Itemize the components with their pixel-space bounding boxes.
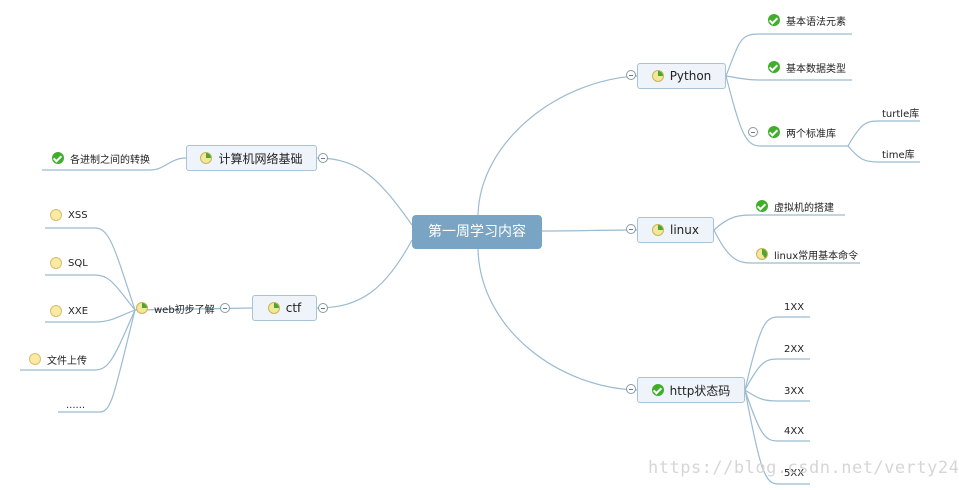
ctf-node[interactable]: ctf bbox=[252, 295, 317, 321]
progress-pie-icon bbox=[267, 302, 280, 314]
python-child-syntax-label: 基本语法元素 bbox=[786, 16, 846, 28]
http-child-3xx[interactable]: 3XX bbox=[784, 381, 804, 401]
http-child-1xx-label: 1XX bbox=[784, 301, 805, 313]
web-child-more-label: ...... bbox=[66, 399, 86, 411]
linux-node-label: linux bbox=[670, 223, 699, 237]
web-child-upload[interactable]: 文件上传 bbox=[29, 349, 87, 369]
web-child-xxe[interactable]: XXE bbox=[50, 301, 88, 321]
connector-root-linux bbox=[541, 229, 638, 232]
connector-web-5 bbox=[58, 309, 136, 413]
http-child-2xx[interactable]: 2XX bbox=[784, 339, 804, 359]
python-child-stdlib[interactable]: 两个标准库 bbox=[768, 122, 836, 142]
linux-collapse-toggle[interactable] bbox=[626, 224, 636, 234]
http-child-3xx-label: 3XX bbox=[784, 385, 805, 397]
http-child-5xx-label: 5XX bbox=[784, 467, 805, 479]
http-child-1xx[interactable]: 1XX bbox=[784, 297, 804, 317]
connector-stdlib-1 bbox=[847, 120, 920, 147]
check-icon bbox=[768, 61, 780, 73]
check-icon bbox=[768, 126, 780, 138]
check-icon bbox=[52, 152, 64, 164]
connector-http-2 bbox=[744, 358, 810, 391]
empty-progress-icon bbox=[50, 257, 62, 269]
connector-root-ctf bbox=[316, 239, 413, 309]
progress-pie-icon bbox=[200, 152, 213, 164]
web-child-more[interactable]: ...... bbox=[66, 395, 85, 415]
python-node[interactable]: Python bbox=[637, 63, 726, 89]
web-child-sql[interactable]: SQL bbox=[50, 253, 88, 273]
connector-stdlib-2 bbox=[847, 145, 920, 163]
python-child-stdlib-label: 两个标准库 bbox=[786, 128, 836, 140]
progress-pie-icon bbox=[756, 248, 768, 260]
network-collapse-toggle[interactable] bbox=[318, 153, 328, 163]
http-child-5xx[interactable]: 5XX bbox=[784, 463, 804, 483]
connector-web-2 bbox=[45, 274, 136, 311]
connector-web-4 bbox=[20, 309, 136, 371]
ctf-node-label: ctf bbox=[285, 301, 302, 315]
http-child-4xx-label: 4XX bbox=[784, 425, 805, 437]
network-node[interactable]: 计算机网络基础 bbox=[186, 145, 317, 171]
connector-http-3 bbox=[744, 389, 810, 402]
web-child-xxe-label: XXE bbox=[68, 305, 89, 317]
empty-progress-icon bbox=[50, 305, 62, 317]
python-child-datatypes-label: 基本数据类型 bbox=[786, 63, 846, 75]
stdlib-time-label: time库 bbox=[882, 149, 915, 161]
connector-root-network bbox=[316, 157, 413, 226]
ctf-child-web-label: web初步了解 bbox=[154, 304, 215, 316]
empty-progress-icon bbox=[50, 209, 62, 221]
network-node-label: 计算机网络基础 bbox=[218, 151, 303, 166]
linux-child-vm-label: 虚拟机的搭建 bbox=[774, 202, 834, 214]
web-child-sql-label: SQL bbox=[68, 257, 88, 269]
http-child-2xx-label: 2XX bbox=[784, 343, 805, 355]
connector-root-http bbox=[477, 248, 638, 391]
connector-python-3 bbox=[725, 75, 848, 147]
stdlib-collapse-toggle[interactable] bbox=[748, 127, 758, 137]
check-icon bbox=[768, 14, 780, 26]
python-child-datatypes[interactable]: 基本数据类型 bbox=[768, 57, 846, 77]
watermark-text: https://blog.csdn.net/verty24 bbox=[648, 458, 959, 478]
linux-node[interactable]: linux bbox=[637, 217, 714, 243]
progress-pie-icon bbox=[651, 70, 664, 82]
stdlib-turtle[interactable]: turtle库 bbox=[882, 102, 919, 122]
python-child-syntax[interactable]: 基本语法元素 bbox=[768, 10, 846, 30]
progress-pie-icon bbox=[136, 302, 148, 314]
connector-root-python bbox=[477, 75, 638, 216]
stdlib-turtle-label: turtle库 bbox=[882, 108, 920, 120]
web-child-xss[interactable]: XSS bbox=[50, 205, 88, 225]
web-child-upload-label: 文件上传 bbox=[47, 355, 87, 367]
network-child-radix[interactable]: 各进制之间的转换 bbox=[52, 148, 150, 168]
python-node-label: Python bbox=[669, 69, 712, 83]
network-child-radix-label: 各进制之间的转换 bbox=[70, 154, 150, 166]
linux-child-commands-label: linux常用基本命令 bbox=[774, 250, 859, 262]
stdlib-time[interactable]: time库 bbox=[882, 143, 915, 163]
ctf-collapse-toggle[interactable] bbox=[318, 303, 328, 313]
connector-linux-2 bbox=[713, 229, 860, 264]
check-icon bbox=[756, 200, 768, 212]
web-collapse-toggle[interactable] bbox=[220, 303, 230, 313]
http-node[interactable]: http状态码 bbox=[637, 377, 745, 403]
check-icon bbox=[651, 384, 664, 396]
empty-progress-icon bbox=[29, 353, 41, 365]
http-collapse-toggle[interactable] bbox=[626, 384, 636, 394]
ctf-child-web[interactable]: web初步了解 bbox=[136, 298, 215, 318]
linux-child-commands[interactable]: linux常用基本命令 bbox=[756, 244, 858, 264]
python-collapse-toggle[interactable] bbox=[626, 70, 636, 80]
connector-http-1 bbox=[744, 316, 810, 391]
connector-web-3 bbox=[45, 309, 136, 323]
connector-python-1 bbox=[725, 33, 852, 77]
connector-http-5 bbox=[744, 389, 810, 485]
progress-pie-icon bbox=[652, 224, 664, 236]
connector-linux-1 bbox=[713, 214, 845, 231]
connector-web-1 bbox=[45, 227, 136, 311]
http-child-4xx[interactable]: 4XX bbox=[784, 421, 804, 441]
web-child-xss-label: XSS bbox=[68, 209, 88, 221]
connector-http-4 bbox=[744, 389, 810, 442]
root-node[interactable]: 第一周学习内容 bbox=[412, 215, 542, 249]
connector-ctf-web bbox=[134, 307, 253, 311]
http-node-label: http状态码 bbox=[669, 383, 731, 398]
connector-network-1 bbox=[42, 157, 187, 171]
linux-child-vm[interactable]: 虚拟机的搭建 bbox=[756, 196, 834, 216]
connector-python-2 bbox=[725, 75, 852, 81]
